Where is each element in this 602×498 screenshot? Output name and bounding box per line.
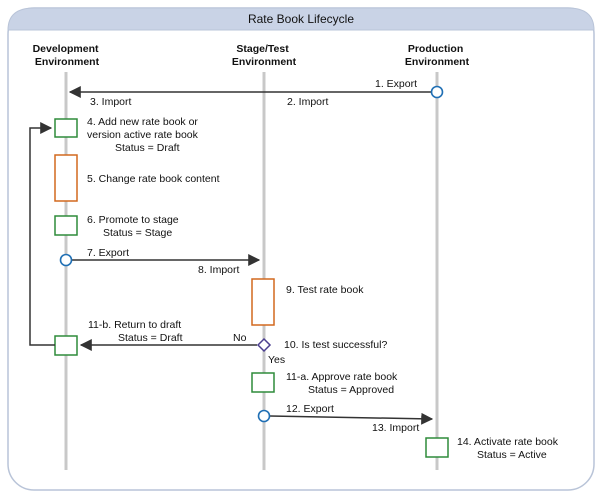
step-3-label: 3. Import [90,96,132,108]
step-14-line2: Status = Active [477,449,547,461]
lane-header-production-line2: Environment [405,56,470,68]
step-4-line3: Status = Draft [115,142,180,154]
step-13-label: 13. Import [372,422,419,434]
step-11a-line1: 11-a. Approve rate book [286,371,398,383]
lane-header-development-line2: Environment [35,56,100,68]
decision-yes-label: Yes [268,354,285,366]
step-11b-line1: 11-b. Return to draft [88,319,181,331]
loop-back-to-step-4 [29,122,55,346]
lane-header-stage-line1: Stage/Test [236,43,289,55]
step-11a-label: 11-a. Approve rate book Status = Approve… [286,371,400,396]
step-14-line1: 14. Activate rate book [457,436,559,448]
lane-header-production-line1: Production [408,43,463,55]
step-12-label: 12. Export [286,403,334,415]
title-bar [7,7,595,31]
step-1-label: 1. Export [375,78,417,90]
step-11b-label: 11-b. Return to draft Status = Draft [88,319,184,344]
step-4-box [54,118,78,138]
decision-no-label: No [233,332,247,344]
step-5-label: 5. Change rate book content [87,173,220,185]
step-6-label: 6. Promote to stage Status = Stage [87,214,182,239]
step-11a-box [251,372,275,393]
step-5-box [54,154,78,202]
step-6-line2: Status = Stage [103,227,172,239]
arrow-export-stage-to-production [269,412,434,425]
lane-header-production: Production Environment [405,43,470,68]
step-11b-box [54,335,78,356]
lane-header-stage-line2: Environment [232,56,297,68]
step-10-decision-diamond [256,337,272,353]
step-11a-line2: Status = Approved [308,384,394,396]
step-2-label: 2. Import [287,96,329,108]
lane-header-development: Development Environment [33,43,102,68]
diagram-title: Rate Book Lifecycle [248,12,354,26]
export-point-production [430,85,444,99]
step-11b-line2: Status = Draft [118,332,183,344]
step-6-line1: 6. Promote to stage [87,214,179,226]
export-point-development [59,253,73,267]
step-8-label: 8. Import [198,264,240,276]
step-7-label: 7. Export [87,247,129,259]
step-9-label: 9. Test rate book [286,284,364,296]
lane-header-stage: Stage/Test Environment [232,43,297,68]
step-14-label: 14. Activate rate book Status = Active [457,436,561,461]
lane-header-development-line1: Development [33,43,99,55]
step-4-label: 4. Add new rate book or version active r… [87,116,201,154]
step-9-box [251,278,275,326]
step-14-box [425,437,449,458]
step-6-box [54,215,78,236]
export-point-stage [257,409,271,423]
step-10-label: 10. Is test successful? [284,339,387,351]
step-4-line1: 4. Add new rate book or [87,116,198,128]
step-4-line2: version active rate book [87,129,199,141]
